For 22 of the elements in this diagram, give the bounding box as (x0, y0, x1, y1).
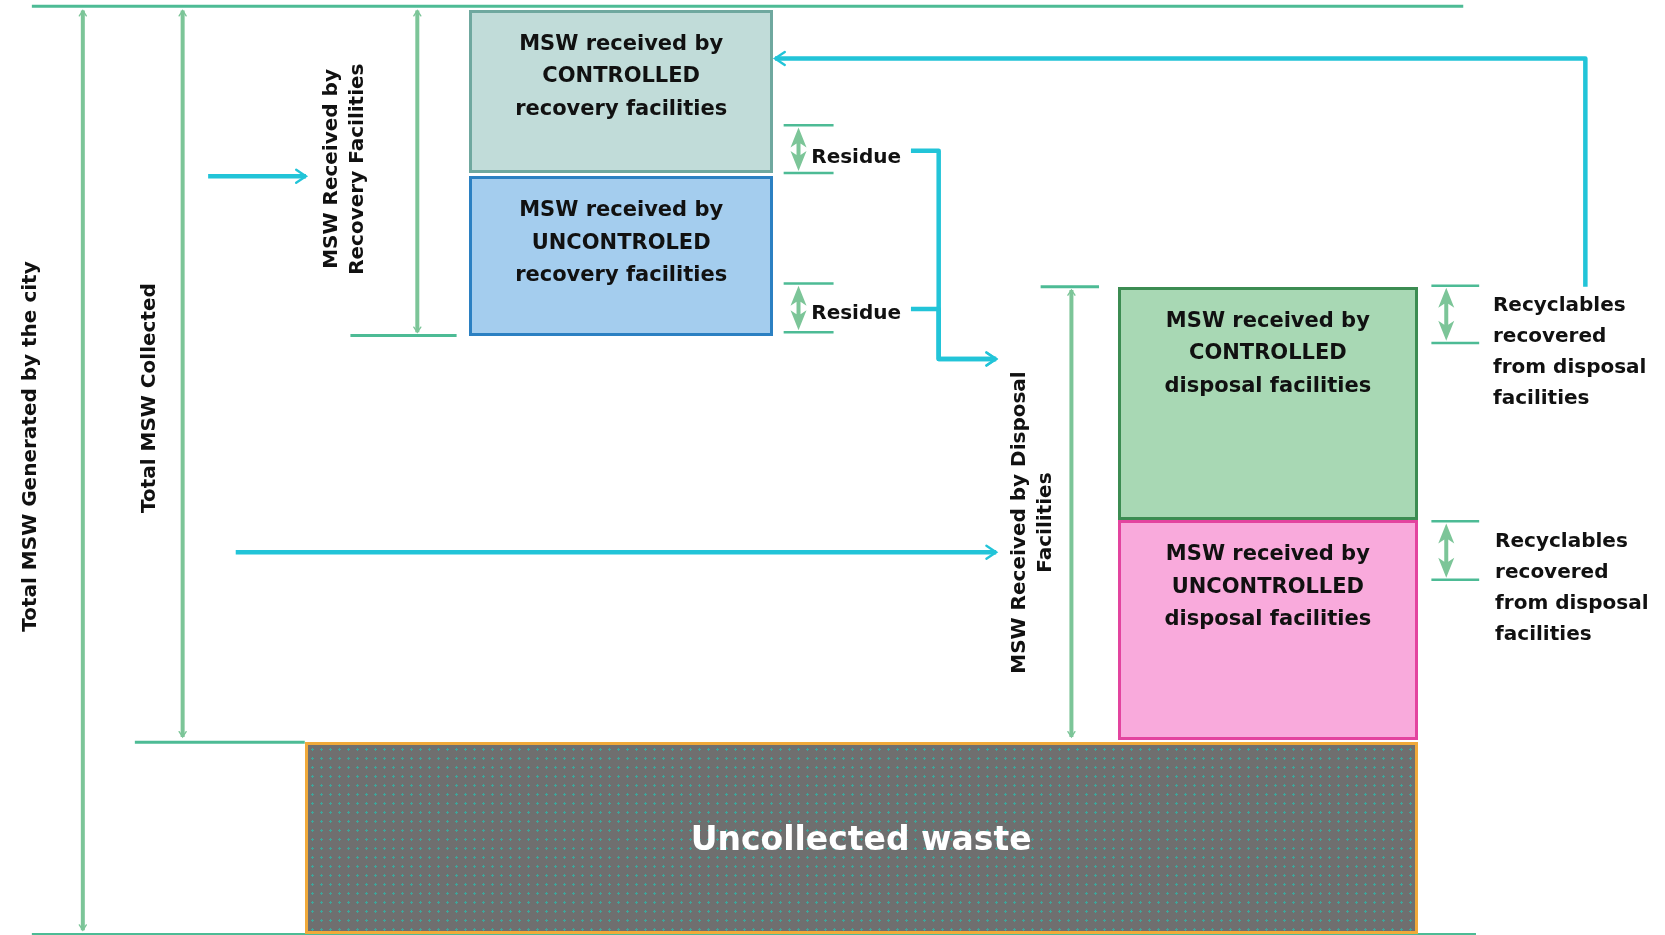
box-text: MSW received by UNCONTROLLED disposal facilities (1163, 540, 1373, 633)
axis-label: Total MSW Generated by the city (16, 259, 43, 634)
flow-arrow (773, 50, 1588, 287)
waste-block (304, 742, 1418, 935)
flow-label: Recyclables recovered from disposal facilities (1495, 526, 1650, 647)
flow-label: Residue (811, 141, 909, 171)
box-text: MSW received by CONTROLLED recovery facilities (514, 29, 729, 122)
process-box (1118, 520, 1418, 741)
flow-label: Recyclables recovered from disposal facilities (1492, 288, 1663, 425)
flow-label: Residue (811, 297, 909, 328)
box-text: MSW received by UNCONTROLED recovery facilities (514, 196, 729, 289)
process-box (469, 9, 773, 174)
box-text: Uncollected waste (690, 818, 1032, 858)
axis-label: MSW Received by Disposal Facilities (998, 345, 1064, 701)
axis-label: Total MSW Collected (135, 282, 162, 516)
flow-arrow (235, 544, 998, 560)
axis-label: MSW Received by Recovery Facilities (307, 42, 378, 298)
box-text: MSW received by CONTROLLED disposal facilities (1163, 306, 1373, 399)
flow-arrow (910, 306, 998, 367)
process-box (1118, 286, 1418, 521)
flow-arrow (208, 168, 308, 184)
process-box (469, 176, 773, 336)
